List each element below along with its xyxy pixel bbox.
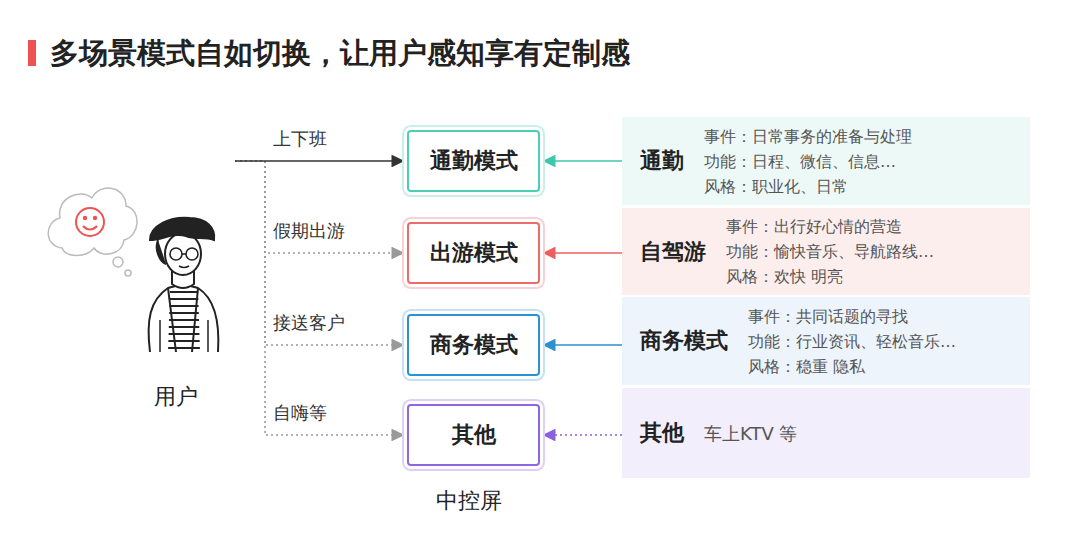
scene-detail: 功能：愉快音乐、导航路线…: [726, 239, 934, 264]
mode-box: 出游模式: [407, 222, 540, 284]
connector: [235, 161, 403, 253]
scene-detail: 车上KTV 等: [704, 421, 797, 446]
scene-detail: 事件：日常事务的准备与处理: [704, 124, 912, 149]
shirt-stripe: [165, 333, 203, 335]
scene-detail: 风格：欢快 明亮: [726, 264, 934, 289]
shirt-stripe: [165, 326, 203, 328]
connector: [544, 434, 622, 436]
mode-box: 其他: [407, 404, 540, 466]
scene-detail: 事件：出行好心情的营造: [726, 214, 934, 239]
connector: [544, 160, 622, 162]
user-node: 用户: [40, 176, 235, 416]
mode-name: 其他: [452, 420, 496, 450]
title: 多场景模式自如切换，让用户感知享有定制感: [50, 34, 630, 74]
edge-label: 接送客户: [271, 311, 347, 335]
thought-cloud: [48, 188, 137, 276]
scene-detail: 功能：行业资讯、轻松音乐…: [748, 329, 956, 354]
scene-detail: 功能：日程、微信、信息…: [704, 149, 912, 174]
edge-label: 假期出游: [271, 219, 347, 243]
scene-panel: 其他车上KTV 等: [622, 388, 1030, 478]
mode-name: 商务模式: [430, 330, 518, 360]
scene-detail: 事件：共同话题的寻找: [748, 304, 956, 329]
scene-panel: 通勤事件：日常事务的准备与处理功能：日程、微信、信息…风格：职业化、日常: [622, 117, 1030, 205]
mode-box: 商务模式: [407, 314, 540, 376]
scene-detail: 风格：职业化、日常: [704, 174, 912, 199]
scene-heading: 自驾游: [640, 237, 706, 267]
connector: [544, 344, 622, 346]
connector: [235, 161, 403, 435]
mode-name: 出游模式: [430, 238, 518, 268]
shirt-stripe: [165, 319, 203, 321]
scene-panel: 商务模式事件：共同话题的寻找功能：行业资讯、轻松音乐…风格：稳重 隐私: [622, 297, 1030, 385]
scene-panel: 自驾游事件：出行好心情的营造功能：愉快音乐、导航路线…风格：欢快 明亮: [622, 208, 1030, 295]
edge-label: 上下班: [271, 127, 329, 151]
title-bar: [28, 40, 36, 66]
mode-box: 通勤模式: [407, 130, 540, 192]
screen-label: 中控屏: [436, 486, 502, 516]
edge-label: 自嗨等: [271, 401, 329, 425]
user-label: 用户: [154, 382, 198, 412]
connector: [235, 160, 403, 162]
scene-heading: 商务模式: [640, 326, 728, 356]
scene-heading: 其他: [640, 418, 684, 448]
scene-heading: 通勤: [640, 146, 684, 176]
scene-detail: 风格：稳重 隐私: [748, 354, 956, 379]
mode-name: 通勤模式: [430, 146, 518, 176]
connector: [544, 252, 622, 254]
user-figure: [149, 218, 219, 352]
shirt-stripe: [165, 347, 203, 349]
smiley: [76, 208, 104, 236]
connector: [235, 161, 403, 345]
shirt-stripe: [165, 340, 203, 342]
